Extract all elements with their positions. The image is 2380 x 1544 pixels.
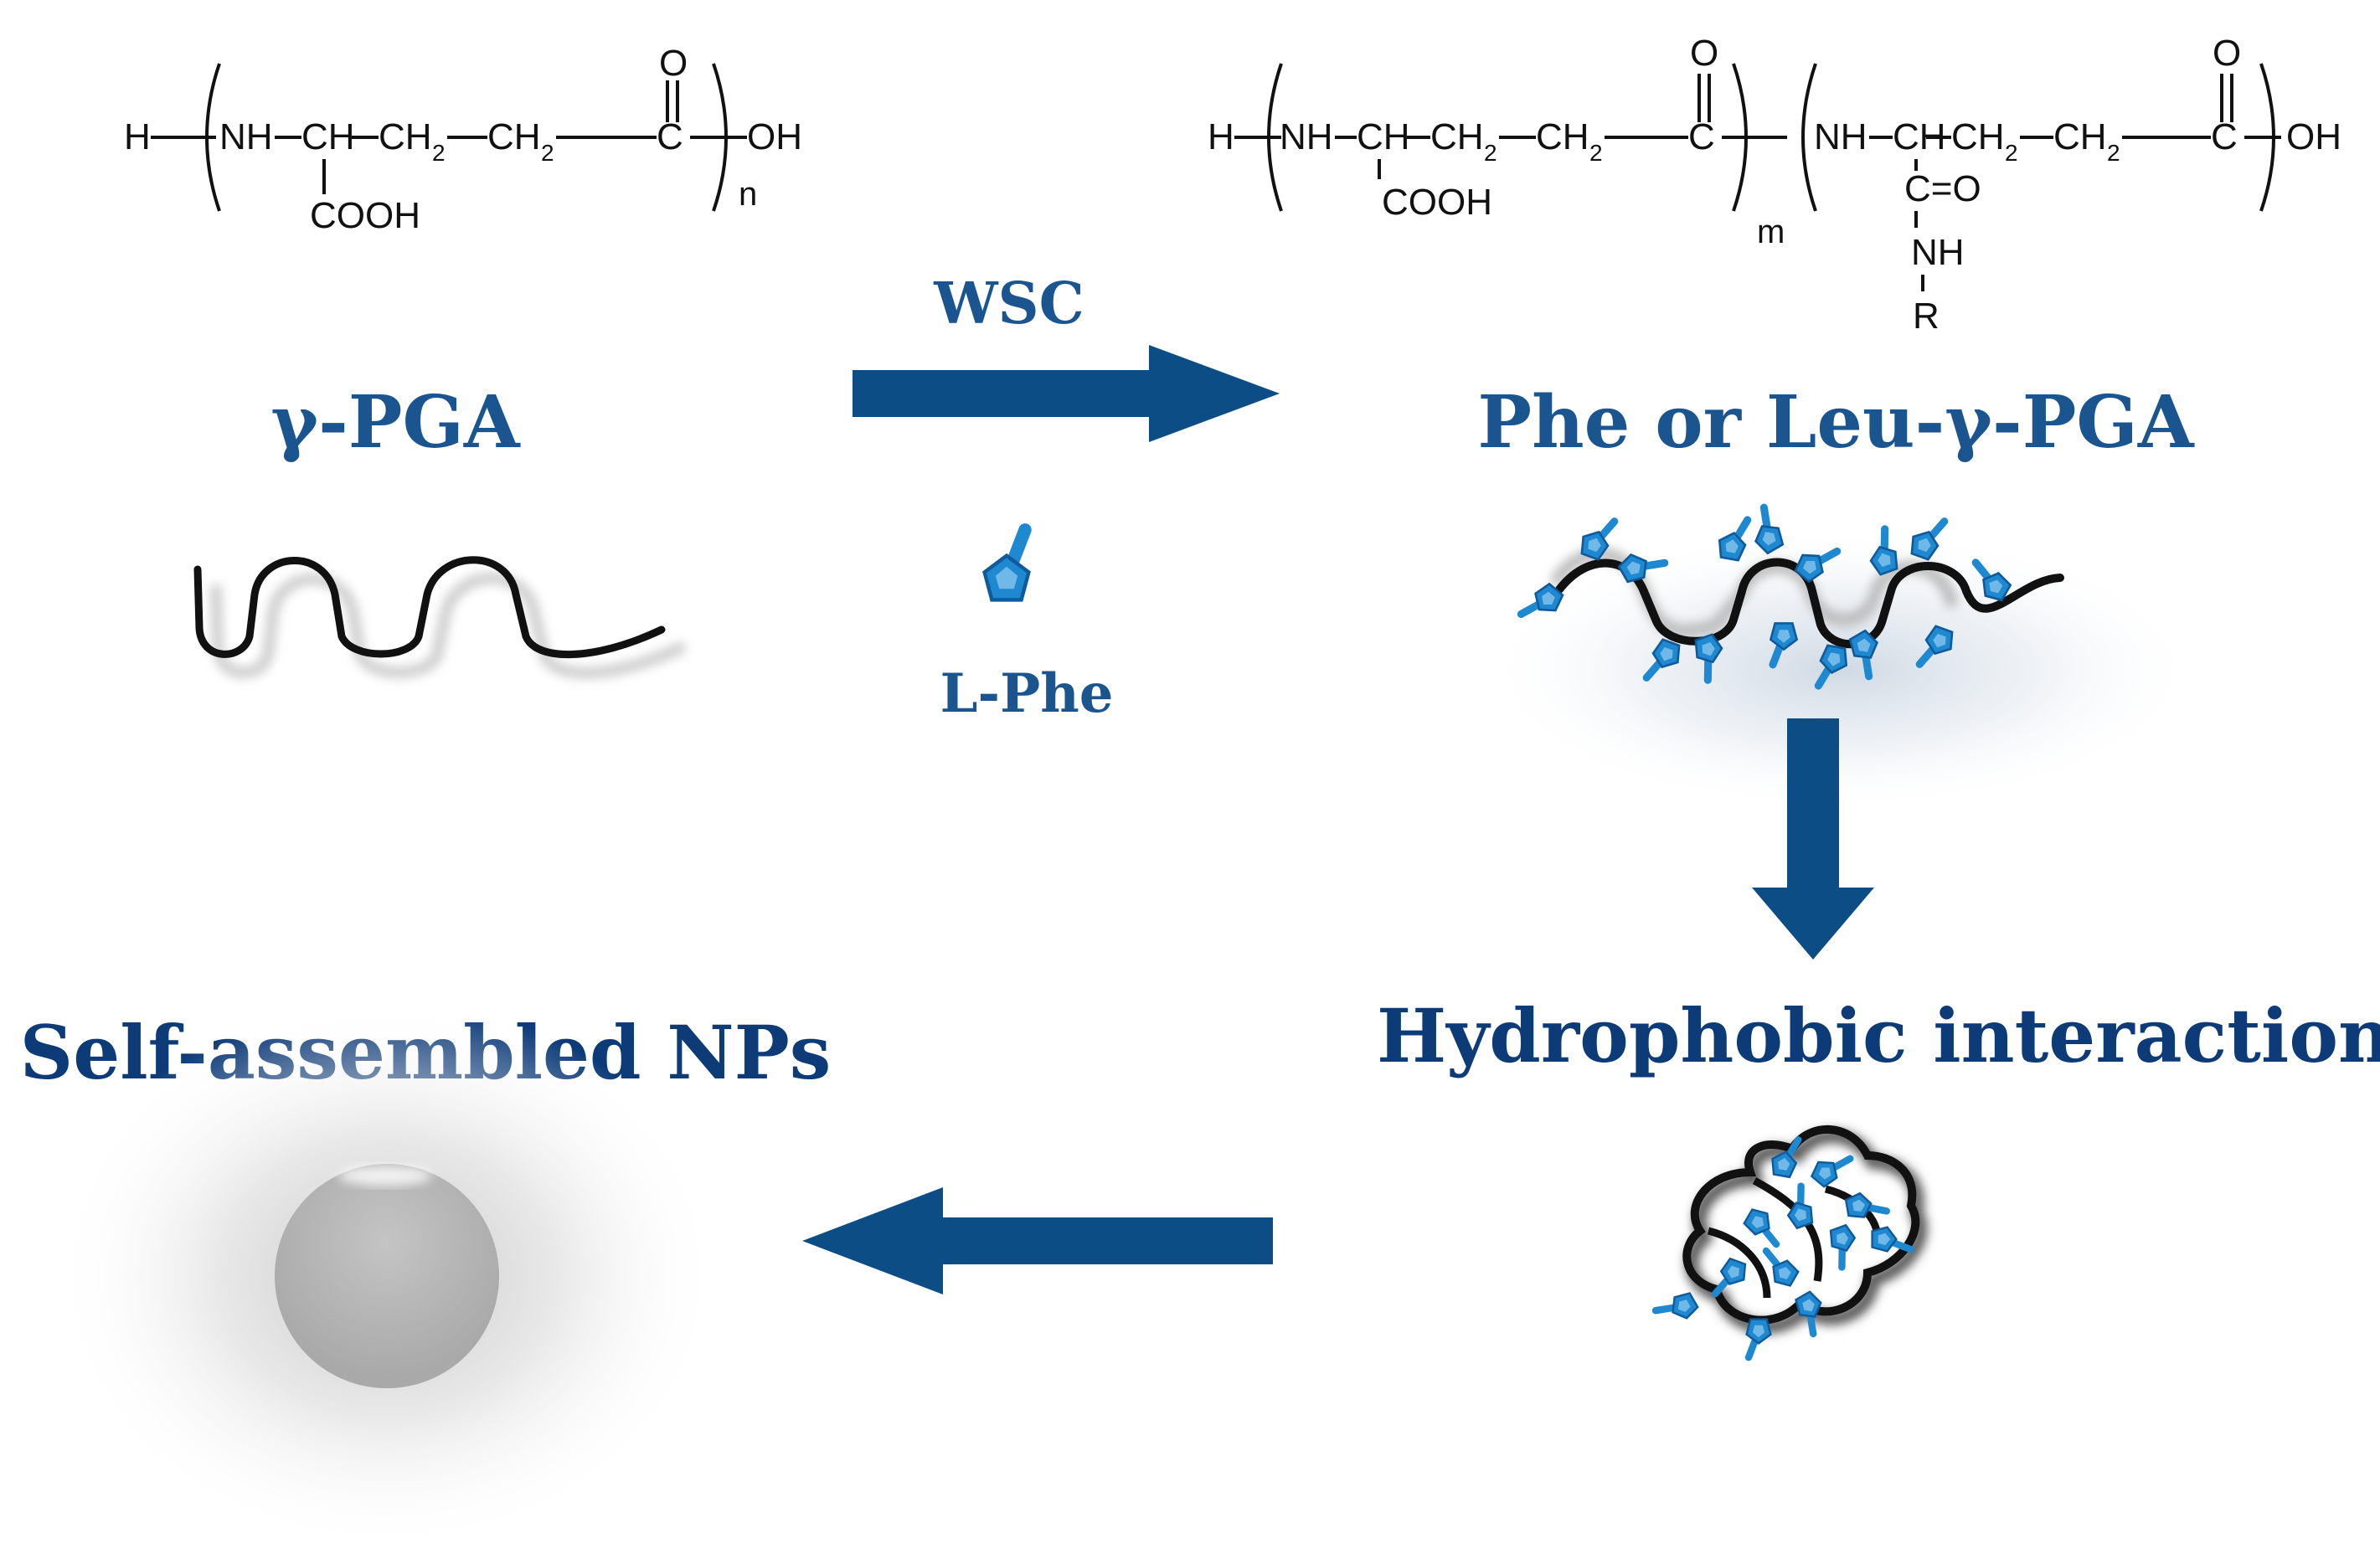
sphere-highlight <box>338 1166 432 1186</box>
formula-right-sub-a: 2 <box>1484 140 1497 166</box>
formula-right-ch2b: CH <box>1536 116 1589 157</box>
down-arrow <box>1752 718 1874 960</box>
interaction-label: Hydrophobic interaction <box>1377 992 2380 1079</box>
phe-pga-formula: H NH CH COOH CH 2 CH 2 C O m NH CH CH 2 … <box>1208 33 2341 337</box>
formula-left-o: O <box>659 43 688 84</box>
formula-left-ch2a: CH <box>379 116 432 157</box>
formula-left-h: H <box>124 116 151 157</box>
formula-left-n: n <box>739 176 757 213</box>
formula-right-c2: C <box>2211 116 2238 157</box>
formula-right-nh2: NH <box>1814 116 1867 157</box>
formula-right-sub-b: 2 <box>1589 140 1603 166</box>
phe-pga-chain-graphic <box>1519 507 2064 690</box>
formula-right-co: C=O <box>1904 168 1981 209</box>
reagent-label: WSC <box>933 270 1084 337</box>
pga-chain-graphic <box>193 556 686 679</box>
formula-right-oh: OH <box>2286 116 2341 157</box>
formula-right-ch2c: CH <box>1951 116 2005 157</box>
formula-left-sub-b: 2 <box>541 140 554 166</box>
formula-right-nh3: NH <box>1911 232 1965 273</box>
assembly-arrow <box>802 1187 1273 1294</box>
formula-right-nh1: NH <box>1280 116 1333 157</box>
pga-formula: H NH CH COOH CH 2 CH 2 C O OH n <box>124 43 802 236</box>
formula-right-m: m <box>1757 214 1785 250</box>
formula-right-ch2a: CH <box>1430 116 1484 157</box>
reaction-arrow <box>853 345 1280 442</box>
phe-pga-chain <box>1555 558 2064 649</box>
product-label: Phe or Leu-γ-PGA <box>1477 380 2194 465</box>
formula-left-oh: OH <box>747 116 802 157</box>
formula-right-ch1: CH <box>1357 116 1410 157</box>
formula-left-c: C <box>657 116 683 157</box>
formula-right-c1: C <box>1688 116 1715 157</box>
formula-left-cooh: COOH <box>310 195 420 236</box>
formula-right-sub-c: 2 <box>2005 140 2018 166</box>
aggregate-graphic <box>1655 1125 1928 1357</box>
formula-right-sub-d: 2 <box>2107 140 2120 166</box>
pga-chain <box>193 556 666 658</box>
formula-right-h: H <box>1208 116 1234 157</box>
formula-right-o2: O <box>2213 33 2241 74</box>
left-bracket <box>205 63 221 212</box>
formula-left-ch2b: CH <box>487 116 541 157</box>
formula-left-ch: CH <box>301 116 355 157</box>
formula-right-r: R <box>1913 296 1940 337</box>
product-halo <box>1481 528 2201 812</box>
l-phe-icon <box>985 530 1029 600</box>
formula-right-cooh: COOH <box>1382 182 1492 223</box>
formula-right-ch2d: CH <box>2053 116 2107 157</box>
formula-left-nh: NH <box>219 116 273 157</box>
formula-right-o1: O <box>1690 33 1718 74</box>
right-bracket <box>712 63 728 212</box>
amino-acid-label: L-Phe <box>940 662 1114 725</box>
pga-label: γ-PGA <box>270 380 521 465</box>
formula-left-sub-a: 2 <box>432 140 446 166</box>
nanoparticle-sphere <box>275 1164 499 1388</box>
